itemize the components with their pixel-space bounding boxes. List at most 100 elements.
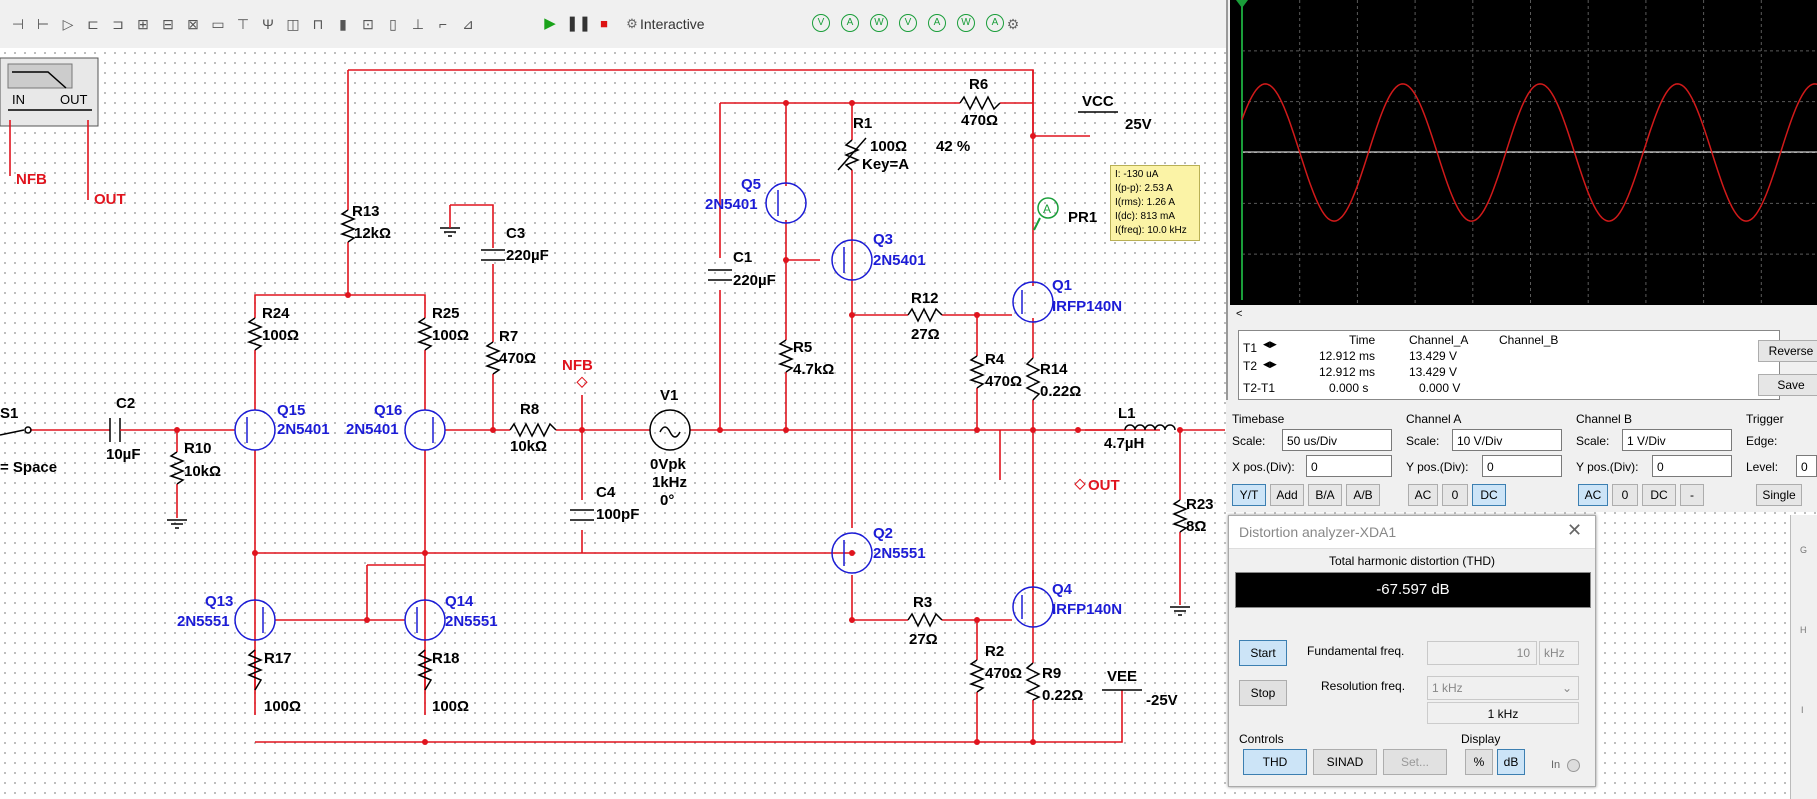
instrument-probe-5-icon[interactable]: W [957,14,975,32]
run-icon[interactable]: ▶ [544,15,556,32]
thd-button[interactable]: THD [1243,749,1307,775]
pause-icon[interactable]: ❚❚ [566,15,592,32]
transistor-icon[interactable]: ⊢ [36,16,50,32]
chb-invert-button[interactable]: - [1680,484,1704,506]
interactive-mode-label[interactable]: Interactive [640,16,705,32]
chb-ypos-label: Y pos.(Div): [1576,460,1639,474]
scope-screen[interactable] [1230,0,1817,305]
db-button[interactable]: dB [1497,749,1525,775]
trigger-level-label: Level: [1746,460,1779,474]
ni-icon[interactable]: ⊡ [362,16,374,32]
r1-name: R1 [853,115,872,132]
ba-button[interactable]: B/A [1308,484,1342,506]
ttl-icon[interactable]: ⊏ [87,16,99,32]
instrument-probe-0-icon[interactable]: V [812,14,830,32]
misc-icon[interactable]: Ψ [262,16,274,32]
cha-dc-button[interactable]: DC [1472,484,1506,506]
probe-irms: I(rms): 1.26 A [1115,197,1176,208]
t1-arrow-icons[interactable]: ◀▶ [1263,339,1277,349]
reverse-button[interactable]: Reverse [1758,340,1817,362]
percent-button[interactable]: % [1465,749,1493,775]
sinad-button[interactable]: SINAD [1313,749,1377,775]
res-freq-select-value: 1 kHz [1432,681,1463,695]
start-button[interactable]: Start [1239,640,1287,666]
single-button[interactable]: Single [1756,484,1802,506]
s1-switch[interactable] [0,426,32,436]
header-chb: Channel_B [1499,333,1559,347]
scroll-left-icon[interactable]: < [1236,308,1243,320]
cha-ac-button[interactable]: AC [1408,484,1438,506]
trigger-level-input[interactable]: 0 [1796,455,1817,477]
wrench-icon[interactable]: ⚙ [626,16,638,31]
resistors[interactable] [168,95,1188,701]
instrument-probe-3-icon[interactable]: V [899,14,917,32]
filter-block[interactable]: IN OUT [0,57,99,127]
l1-name: L1 [1118,405,1136,422]
t2-arrow-icons[interactable]: ◀▶ [1263,359,1277,369]
stop-button[interactable]: Stop [1239,680,1287,706]
settings-gear-icon[interactable]: ⚙ [1006,16,1020,32]
instrument-probe-6-icon[interactable]: A [986,14,1004,32]
pr1-probe[interactable]: A [1033,197,1059,231]
scope-controls: Timebase Scale: 50 us/Div X pos.(Div): 0… [1226,400,1817,512]
wiring [30,69,1225,743]
distortion-analyzer-window[interactable]: Distortion analyzer-XDA1 ✕ Total harmoni… [1228,515,1596,787]
chb-scale-input[interactable]: 1 V/Div [1622,429,1732,451]
timebase-xpos-input[interactable]: 0 [1306,455,1392,477]
capacitors[interactable] [109,249,732,521]
cha-zero-button[interactable]: 0 [1442,484,1468,506]
hier-block-icon[interactable]: ⌐ [438,16,448,32]
l1-inductor[interactable] [1124,424,1176,431]
close-icon[interactable]: ✕ [1567,520,1583,540]
instrument-probe-4-icon[interactable]: A [928,14,946,32]
input-terminal-icon[interactable] [1567,759,1580,772]
stop-icon[interactable]: ■ [600,16,608,31]
transistor-symbols[interactable] [234,182,1054,641]
res-freq-select[interactable]: 1 kHz⌄ [1427,676,1579,700]
chb-zero-button[interactable]: 0 [1612,484,1638,506]
q13-name: Q13 [205,593,233,610]
add-button[interactable]: Add [1270,484,1304,506]
cha-ypos-input[interactable]: 0 [1482,455,1562,477]
bus-icon[interactable]: ⊿ [462,16,474,32]
diode-icon[interactable]: ⊣ [11,16,25,32]
chb-dc-button[interactable]: DC [1642,484,1676,506]
misc-digital-icon[interactable]: ⊟ [162,16,174,32]
out-label-left: OUT [94,191,126,208]
chb-ac-button[interactable]: AC [1578,484,1608,506]
power-icon[interactable]: ⊤ [236,16,250,32]
v1-name: V1 [660,387,678,404]
cha-scale-input[interactable]: 10 V/Div [1452,429,1562,451]
cursor-readout: T1 T2 T2-T1 ◀▶ ◀▶ Time Channel_A Channel… [1238,330,1780,400]
connector-icon[interactable]: ▯ [389,16,397,32]
indicator-icon[interactable]: ▭ [211,16,225,32]
analog-icon[interactable]: ▷ [62,16,74,32]
yt-button[interactable]: Y/T [1232,484,1266,506]
set-button[interactable]: Set... [1383,749,1447,775]
ab-button[interactable]: A/B [1346,484,1380,506]
mcu-icon[interactable]: ⊞ [137,16,149,32]
save-button[interactable]: Save [1758,374,1817,396]
r24-value: 100Ω [262,327,299,344]
chb-ypos-input[interactable]: 0 [1652,455,1732,477]
r12-value: 27Ω [911,326,940,343]
v1-source[interactable] [649,409,691,451]
rf-icon[interactable]: ⊓ [312,16,324,32]
mcu2-icon[interactable]: ⊥ [411,16,425,32]
advanced-icon[interactable]: ◫ [286,16,300,32]
timebase-scale-input[interactable]: 50 us/Div [1282,429,1392,451]
v1-freq: 1kHz [652,474,687,491]
header-cha: Channel_A [1409,333,1469,347]
chb-title: Channel B [1576,412,1633,426]
oscilloscope-window[interactable]: < T1 T2 T2-T1 ◀▶ ◀▶ Time Channel_A Chann… [1226,0,1817,400]
electromech-icon[interactable]: ▮ [339,16,347,32]
cmos-icon[interactable]: ⊐ [112,16,124,32]
mixed-icon[interactable]: ⊠ [187,16,199,32]
fund-freq-input[interactable]: 10 [1427,641,1537,665]
instrument-probe-2-icon[interactable]: W [870,14,888,32]
c2-name: C2 [116,395,135,412]
svg-text:A: A [1043,202,1051,216]
xda-titlebar[interactable]: Distortion analyzer-XDA1 ✕ [1229,516,1595,549]
instrument-probe-1-icon[interactable]: A [841,14,859,32]
channel-a-trace [1241,83,1817,222]
